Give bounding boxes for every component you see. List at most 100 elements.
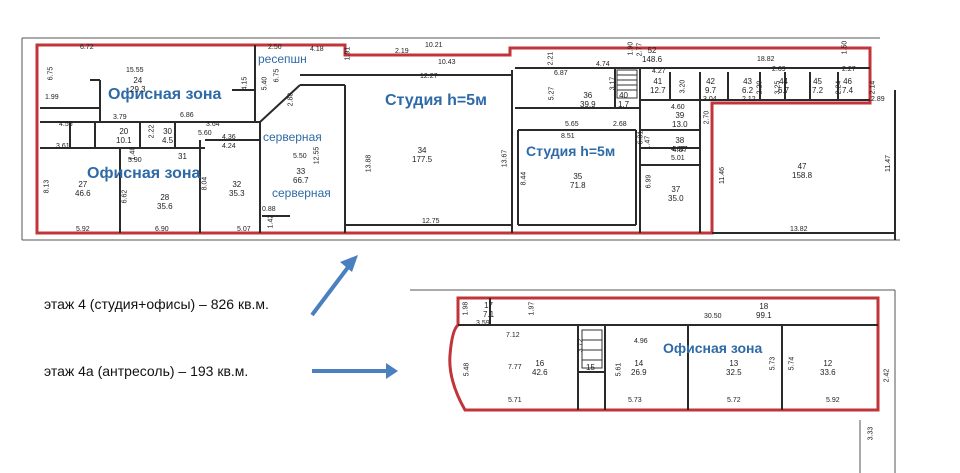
zone-label-office-mezzanine: Офисная зона (663, 340, 763, 356)
dimension-label: 13.82 (790, 226, 808, 233)
dimension-label: 4.96 (634, 338, 648, 345)
dimension-label: 2.68 (613, 121, 627, 128)
building-outline-top (21, 37, 900, 241)
dimension-label: 6.72 (80, 44, 94, 51)
dimension-label: 2.50 (268, 44, 282, 51)
dimension-label: 6.99 (645, 174, 653, 189)
dimension-label: 1.98 (462, 301, 470, 316)
dimension-label: 5.01 (671, 155, 685, 162)
caption-floor-4a: этаж 4а (антресоль) – 193 кв.м. (44, 363, 249, 379)
dimension-label: 2.22 (148, 124, 156, 139)
dimension-label: 10.21 (425, 42, 443, 49)
dimension-label: 4.27 (652, 68, 666, 75)
dimension-label: 3.79 (113, 114, 127, 121)
dimension-label: 1.48 (129, 146, 137, 161)
dimension-label: 5.92 (76, 226, 90, 233)
dimension-label: 4.36 (222, 134, 236, 141)
dimension-label: 5.72 (727, 397, 741, 404)
dimension-label: 15.55 (126, 67, 144, 74)
dimension-label: 7.77 (508, 364, 522, 371)
dimension-label: 4.18 (310, 46, 324, 53)
dimension-label: 2.88 (287, 92, 295, 107)
dimension-label: 5.40 (261, 76, 269, 91)
dimension-label: 5.07 (237, 226, 251, 233)
dimension-label: 3.33 (867, 426, 875, 441)
dimension-label: 3.61 (56, 143, 70, 150)
dimension-label: 18.82 (757, 56, 775, 63)
dimension-label: 3.17 (609, 76, 617, 91)
dimension-label: 2.14 (869, 80, 877, 95)
dimension-label: 1.97 (528, 301, 536, 316)
dimension-label: 12.27 (420, 73, 438, 80)
dimension-label: 6.90 (155, 226, 169, 233)
room-31: 31 (178, 152, 187, 161)
dimension-label: 5.71 (508, 397, 522, 404)
dimension-label: 2.21 (547, 51, 555, 66)
dimension-label: 8.51 (561, 133, 575, 140)
arrow-floor4a (312, 363, 398, 379)
dimension-label: 3.04 (703, 96, 717, 103)
dimension-label: 6.75 (273, 68, 281, 83)
dimension-label: 5.92 (826, 397, 840, 404)
building-outline-mezz (410, 289, 896, 473)
dimension-label: 1.90 (627, 41, 635, 56)
zone-label-studio-1: Студия h=5м (385, 92, 487, 109)
dimension-label: 1.91 (344, 46, 352, 61)
dimension-label: 1.42 (267, 214, 275, 229)
dimension-label: 8.44 (520, 171, 528, 186)
zone-label-server-2: серверная (272, 186, 331, 200)
dimension-label: 1.99 (45, 94, 59, 101)
dimension-label: 11.46 (719, 167, 726, 184)
dimension-label: 2.27 (842, 66, 856, 73)
dimension-label: 4.74 (596, 61, 610, 68)
dimension-label: 3.64 (206, 121, 220, 128)
staircase-floor4a (581, 329, 603, 369)
dimension-label: 3.72 (577, 338, 585, 353)
dimension-label: 2.70 (703, 110, 711, 125)
dimension-label: 13.88 (365, 154, 373, 173)
dimension-label: 8.13 (43, 179, 51, 194)
zone-label-reception: ресепшн (258, 52, 307, 66)
dimension-label: 3.25 (774, 80, 782, 95)
dimension-label: 13.67 (501, 149, 509, 168)
dimension-label: 5.48 (463, 362, 471, 377)
dimension-label: 10.43 (438, 59, 456, 66)
dimension-label: 2.69 (772, 66, 786, 73)
dimension-label: 2.24 (835, 80, 843, 95)
dimension-label: 2.20 (756, 80, 764, 95)
zone-label-office-2: Офисная зона (87, 165, 201, 182)
dimension-label: 5.60 (198, 130, 212, 137)
dimension-label: 6.75 (47, 66, 55, 81)
dimension-label: 2.19 (395, 48, 409, 55)
dimension-label: 5.73 (628, 397, 642, 404)
dimension-label: 2.77 (636, 42, 644, 57)
dimension-label: 5.50 (293, 153, 307, 160)
dimension-label: 0.88 (262, 206, 276, 213)
dimension-label: 5.74 (788, 356, 796, 371)
dimension-label: 6.31 (637, 130, 645, 145)
dimension-label: 4.60 (671, 104, 685, 111)
dimension-label: 12.75 (422, 218, 440, 225)
dimension-label: 5.90 (128, 157, 142, 164)
dimension-label: 1.50 (841, 40, 849, 55)
dimension-label: 5.65 (565, 121, 579, 128)
dimension-label: 3.20 (679, 79, 687, 94)
